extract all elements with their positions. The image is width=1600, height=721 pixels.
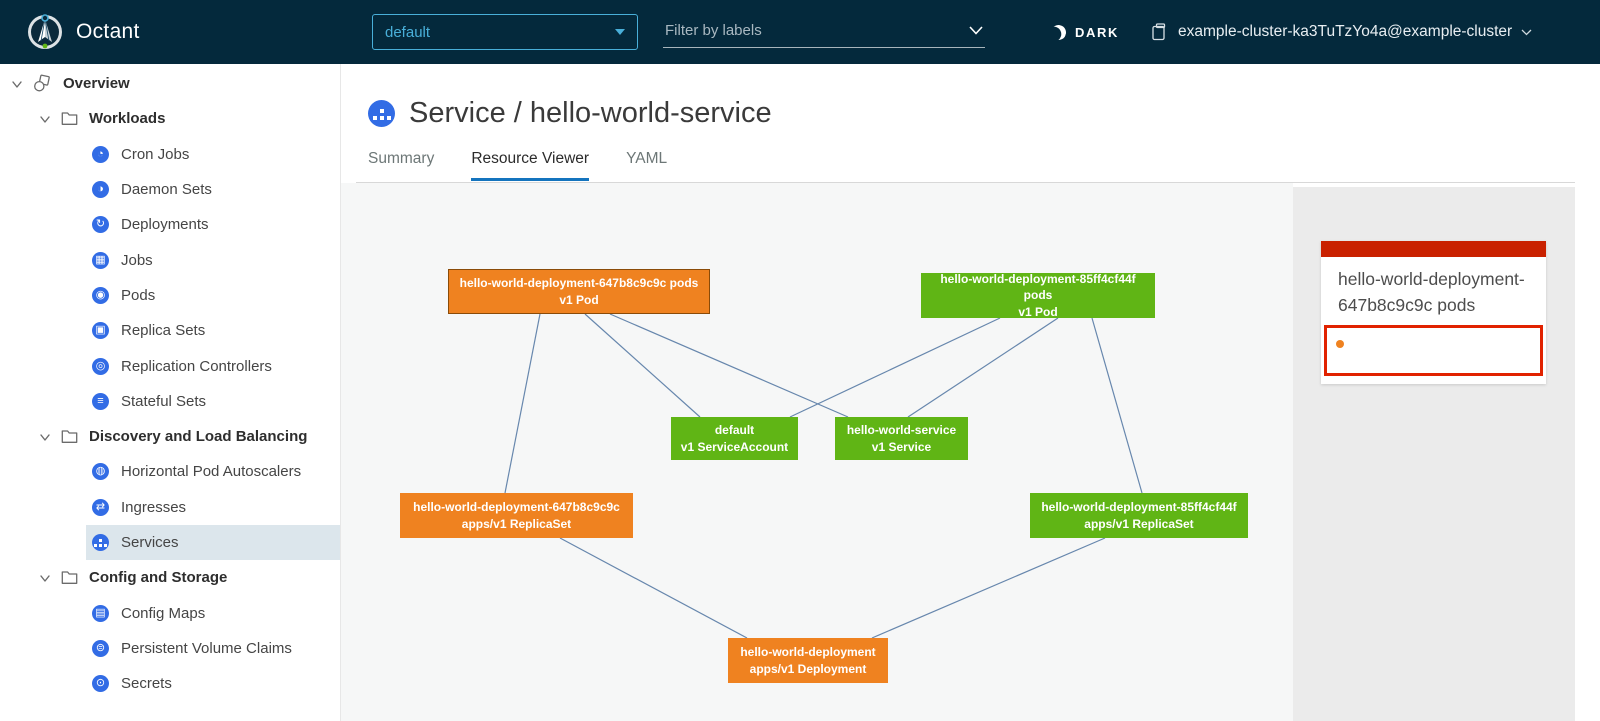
cluster-label: example-cluster-ka3TuTzYo4a@example-clus… <box>1178 23 1513 40</box>
app-title: Octant <box>76 20 140 43</box>
sidebar-item-replication-controllers[interactable]: ◎ Replication Controllers <box>86 348 340 383</box>
sidebar-item-label: Horizontal Pod Autoscalers <box>121 463 302 481</box>
sidebar-item-label: Secrets <box>121 675 172 693</box>
sidebar-item-label: Discovery and Load Balancing <box>89 428 308 446</box>
folder-icon <box>61 430 78 444</box>
namespace-select-value: default <box>385 23 431 41</box>
filter-by-labels-input[interactable]: Filter by labels <box>663 14 985 48</box>
tab-separator <box>356 182 1575 183</box>
sidebar-item-label: Daemon Sets <box>121 181 212 199</box>
sidebar-item-secrets[interactable]: ⊙ Secrets <box>86 666 340 701</box>
sidebar-item-stateful-sets[interactable]: ≡ Stateful Sets <box>86 384 340 419</box>
horizontal-pod-autoscalers-icon: ◍ <box>92 463 109 481</box>
sidebar-item-ingresses[interactable]: ⇄ Ingresses <box>86 490 340 525</box>
page-title-text: Service / hello-world-service <box>409 97 772 129</box>
services-icon <box>92 534 109 551</box>
chevron-down-icon <box>40 433 50 441</box>
card-title: hello-world-deployment-647b8c9c9c pods <box>1338 269 1525 315</box>
details-panel: hello-world-deployment-647b8c9c9c pods <box>1293 187 1575 721</box>
sidebar-item-label: Cron Jobs <box>121 145 190 163</box>
sidebar-item-label: Stateful Sets <box>121 392 207 410</box>
sidebar-item-label: Workloads <box>89 110 166 128</box>
daemon-sets-icon: ◑ <box>92 181 109 199</box>
sidebar-item-label: Persistent Volume Claims <box>121 639 292 657</box>
replica-sets-icon: ▣ <box>92 322 109 340</box>
sidebar-item-discovery-and-load-balancing[interactable]: Discovery and Load Balancing <box>0 419 340 454</box>
octant-logo-icon <box>28 14 62 49</box>
cron-jobs-icon: ◔ <box>92 145 109 163</box>
jobs-icon: ▦ <box>92 251 109 269</box>
sidebar-item-horizontal-pod-autoscalers[interactable]: ◍ Horizontal Pod Autoscalers <box>86 454 340 489</box>
sidebar-item-config-maps[interactable]: ▤ Config Maps <box>86 595 340 630</box>
folder-icon <box>61 571 78 585</box>
sidebar-item-config-and-storage[interactable]: Config and Storage <box>0 560 340 595</box>
graph-edges <box>504 313 1143 639</box>
sidebar-item-cron-jobs[interactable]: ◔ Cron Jobs <box>86 137 340 172</box>
pods-icon: ◉ <box>92 286 109 304</box>
sidebar-item-label: Jobs <box>121 251 153 269</box>
sidebar-item-persistent-volume-claims[interactable]: ⊜ Persistent Volume Claims <box>86 631 340 666</box>
sidebar-item-workloads[interactable]: Workloads <box>0 101 340 136</box>
sidebar-item-label: Replication Controllers <box>121 357 272 375</box>
tab-bar: Summary Resource Viewer YAML <box>368 150 667 181</box>
app-header: Octant default Filter by labels DARK exa… <box>0 0 1600 64</box>
page-title: Service / hello-world-service <box>368 97 772 130</box>
status-dot <box>1336 340 1344 348</box>
sidebar-item-daemon-sets[interactable]: ◑ Daemon Sets <box>86 172 340 207</box>
secrets-icon: ⊙ <box>92 675 109 693</box>
filter-placeholder: Filter by labels <box>665 22 762 39</box>
service-icon <box>368 100 395 127</box>
node-details-card: hello-world-deployment-647b8c9c9c pods <box>1321 241 1546 384</box>
card-alert-box <box>1324 325 1543 376</box>
sidebar-item-label: Replica Sets <box>121 322 206 340</box>
sidebar-item-label: Overview <box>63 75 130 93</box>
sidebar-item-label: Config Maps <box>121 604 206 622</box>
ingresses-icon: ⇄ <box>92 498 109 516</box>
folder-icon <box>61 112 78 126</box>
overview-icon <box>34 74 50 92</box>
cluster-icon <box>1152 23 1166 41</box>
deployments-icon: ↻ <box>92 216 109 234</box>
chevron-down-icon <box>40 575 50 582</box>
sidebar-item-overview[interactable]: Overview <box>0 66 340 101</box>
moon-icon <box>1049 23 1068 42</box>
sidebar-item-jobs[interactable]: ▦ Jobs <box>86 242 340 277</box>
namespace-select[interactable]: default <box>372 14 638 50</box>
dark-mode-toggle[interactable]: DARK <box>1051 0 1119 64</box>
chevron-down-icon <box>1521 29 1532 35</box>
caret-down-icon <box>615 29 625 35</box>
sidebar-item-deployments[interactable]: ↻ Deployments <box>86 207 340 242</box>
sidebar-item-services[interactable]: Services <box>86 524 340 561</box>
sidebar-item-label: Ingresses <box>121 498 187 516</box>
tab-yaml[interactable]: YAML <box>626 150 668 167</box>
sidebar-item-label: Deployments <box>121 216 209 234</box>
tab-summary[interactable]: Summary <box>368 150 435 167</box>
chevron-down-icon <box>40 116 50 123</box>
sidebar-item-label: Pods <box>121 286 156 304</box>
sidebar-item-label: Config and Storage <box>89 569 228 587</box>
persistent-volume-claims-icon: ⊜ <box>92 639 109 657</box>
replication-controllers-icon: ◎ <box>92 357 109 375</box>
tab-resource-viewer[interactable]: Resource Viewer <box>471 150 590 181</box>
dark-mode-label: DARK <box>1075 24 1119 40</box>
cluster-selector[interactable]: example-cluster-ka3TuTzYo4a@example-clus… <box>1152 0 1532 64</box>
stateful-sets-icon: ≡ <box>92 392 109 410</box>
config-maps-icon: ▤ <box>92 604 109 622</box>
chevron-down-icon <box>12 80 22 88</box>
sidebar-item-label: Services <box>121 534 179 551</box>
chevron-down-icon <box>969 26 983 35</box>
sidebar-item-replica-sets[interactable]: ▣ Replica Sets <box>86 313 340 348</box>
sidebar-item-pods[interactable]: ◉ Pods <box>86 278 340 313</box>
card-status-bar <box>1321 241 1546 257</box>
